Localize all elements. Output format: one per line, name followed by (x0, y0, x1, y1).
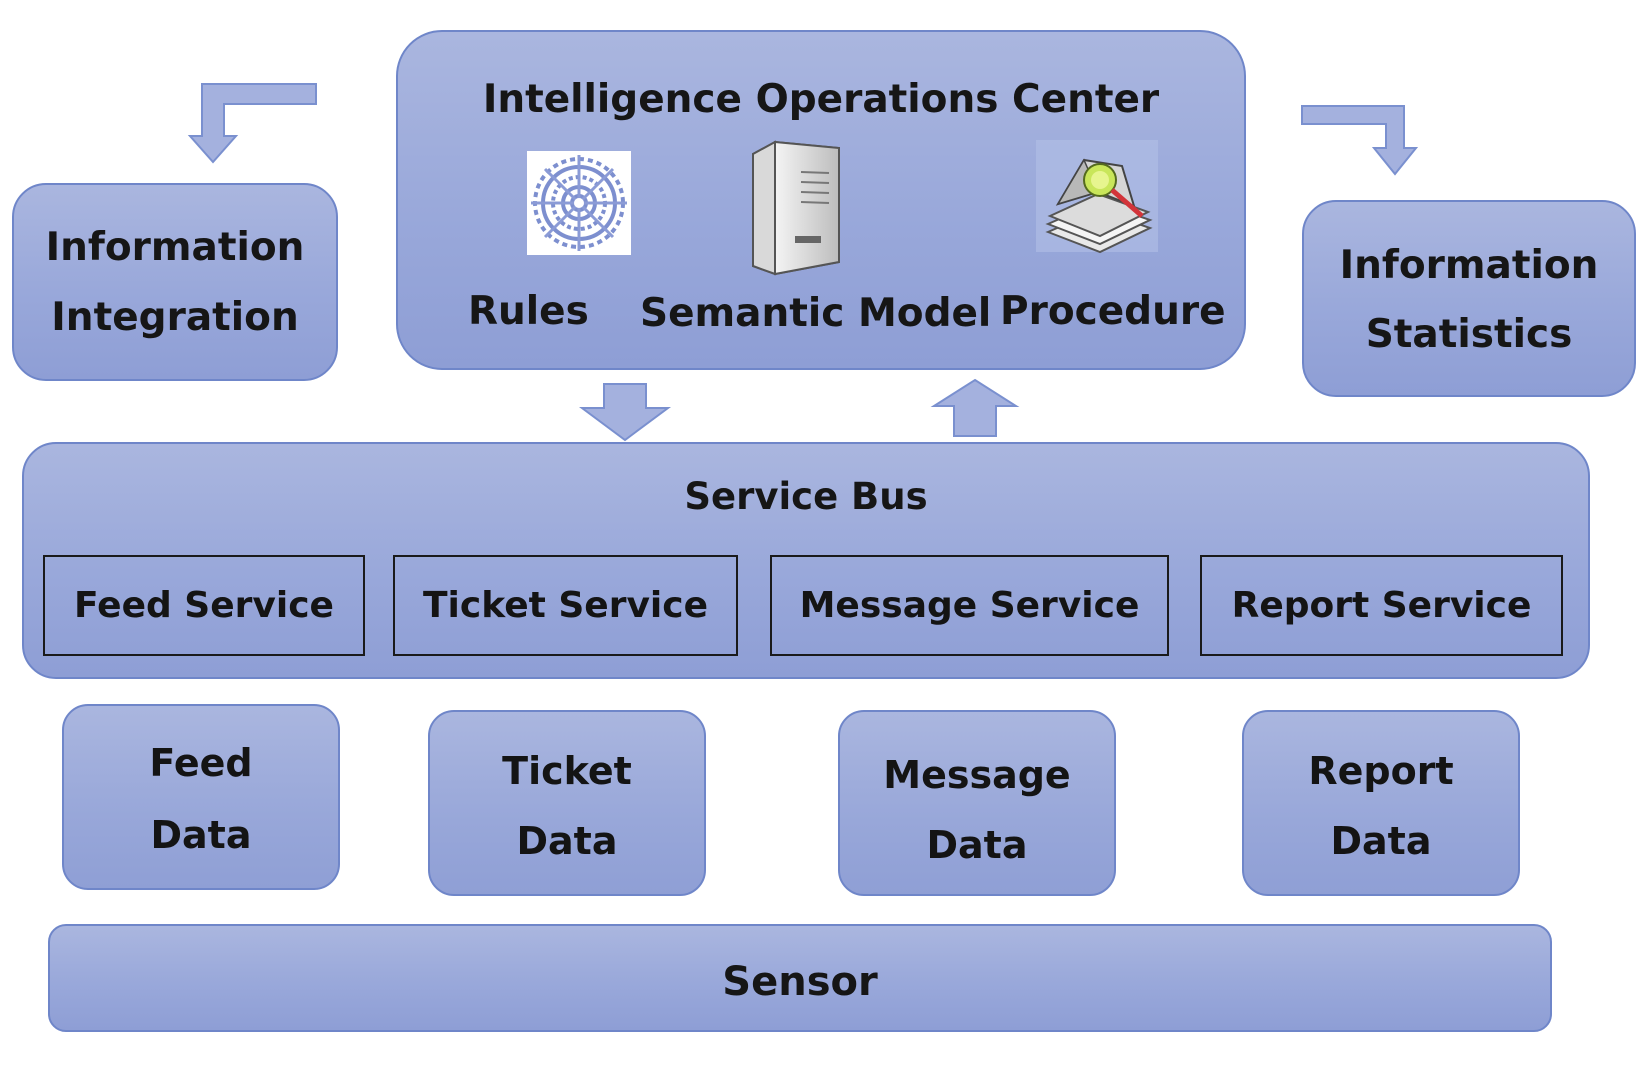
feed-data-line2: Data (150, 813, 252, 857)
feed-data-line1: Feed (149, 741, 253, 785)
ioc-item-semantic-model: Semantic Model (640, 291, 992, 336)
information-integration-line1: Information (45, 225, 305, 270)
arrow-to-integration (187, 83, 317, 164)
arrow-down-to-service-bus (578, 383, 672, 442)
ticket-data-box: Ticket Data (428, 710, 706, 896)
gear-icon (527, 151, 631, 255)
ioc-title: Intelligence Operations Center (482, 77, 1160, 122)
ticket-data-line2: Data (516, 819, 618, 863)
message-data-box: Message Data (838, 710, 1116, 896)
server-icon (745, 138, 845, 278)
arrow-to-statistics (1301, 105, 1419, 176)
ioc-item-procedure: Procedure (1000, 289, 1226, 334)
report-service-box: Report Service (1200, 555, 1563, 656)
message-service-box: Message Service (770, 555, 1169, 656)
report-data-box: Report Data (1242, 710, 1520, 896)
information-statistics-line1: Information (1339, 243, 1599, 288)
feed-data-box: Feed Data (62, 704, 340, 890)
ticket-service-box: Ticket Service (393, 555, 738, 656)
arrow-up-to-ioc (930, 378, 1020, 437)
sensor-bar (48, 924, 1552, 1032)
information-integration-line2: Integration (51, 295, 299, 340)
information-integration-box (12, 183, 338, 381)
ticket-data-line1: Ticket (502, 749, 632, 793)
message-data-line1: Message (883, 753, 1071, 797)
procedure-book-icon (1034, 136, 1160, 256)
information-statistics-line2: Statistics (1365, 312, 1573, 357)
message-data-line2: Data (926, 823, 1028, 867)
report-data-line1: Report (1308, 749, 1454, 793)
feed-service-box: Feed Service (43, 555, 365, 656)
service-bus-title: Service Bus (684, 475, 928, 518)
information-statistics-box (1302, 200, 1636, 397)
report-data-line2: Data (1330, 819, 1432, 863)
service-bus-container (22, 442, 1590, 679)
ioc-item-rules: Rules (468, 289, 589, 334)
sensor-label: Sensor (722, 959, 878, 1005)
